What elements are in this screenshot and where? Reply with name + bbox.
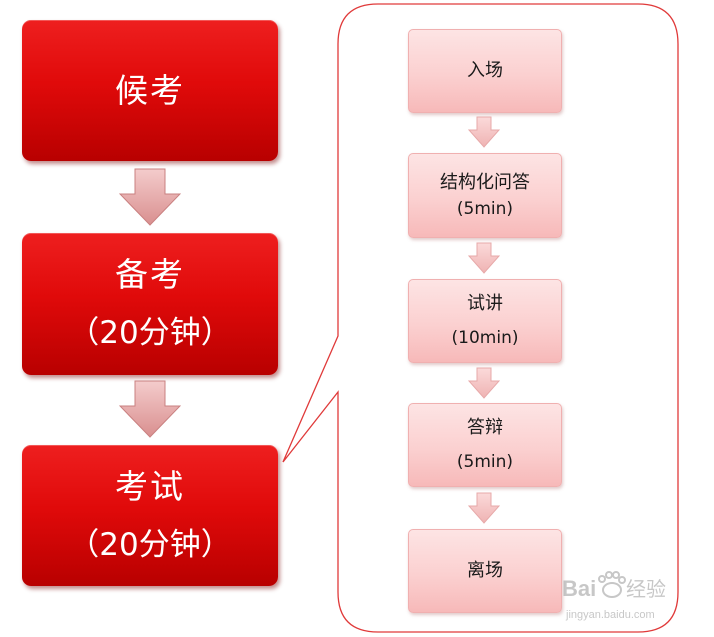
down-arrow-icon [468,367,500,399]
down-arrow-icon [119,380,181,438]
down-arrow-icon [468,242,500,274]
down-arrow-icon [468,492,500,524]
step-defense-duration: (5min) [456,452,514,472]
stage-preparation-duration: （20分钟） [68,315,232,351]
svg-text:经验: 经验 [626,577,666,601]
stage-waiting: 候考 [22,20,278,161]
step-defense: 答辩 (5min) [408,403,562,487]
down-arrow-icon [468,116,500,148]
step-defense-label: 答辩 [467,417,503,438]
svg-text:jingyan.baidu.com: jingyan.baidu.com [565,609,655,621]
stage-exam-title: 考试 [115,466,185,506]
step-trial-lecture-duration: (10min) [451,328,519,348]
svg-text:Bai: Bai [562,576,596,601]
step-structured-qa-label: 结构化问答 [440,171,530,193]
stage-exam: 考试 （20分钟） [22,445,278,586]
step-structured-qa-duration: (5min) [456,198,514,219]
step-exit: 离场 [408,529,562,613]
step-enter: 入场 [408,29,562,113]
step-trial-lecture: 试讲 (10min) [408,279,562,363]
step-structured-qa: 结构化问答 (5min) [408,153,562,238]
baidu-jingyan-watermark-logo: Bai 经验 jingyan.baidu.com [562,571,666,621]
stage-exam-duration: （20分钟） [68,526,232,563]
down-arrow-icon [119,168,181,226]
stage-preparation: 备考 （20分钟） [22,233,278,375]
step-trial-lecture-label: 试讲 [467,293,503,314]
stage-waiting-title: 候考 [115,70,185,110]
stage-preparation-title: 备考 [115,255,185,294]
step-exit-label: 离场 [467,560,503,581]
step-enter-label: 入场 [467,60,503,81]
